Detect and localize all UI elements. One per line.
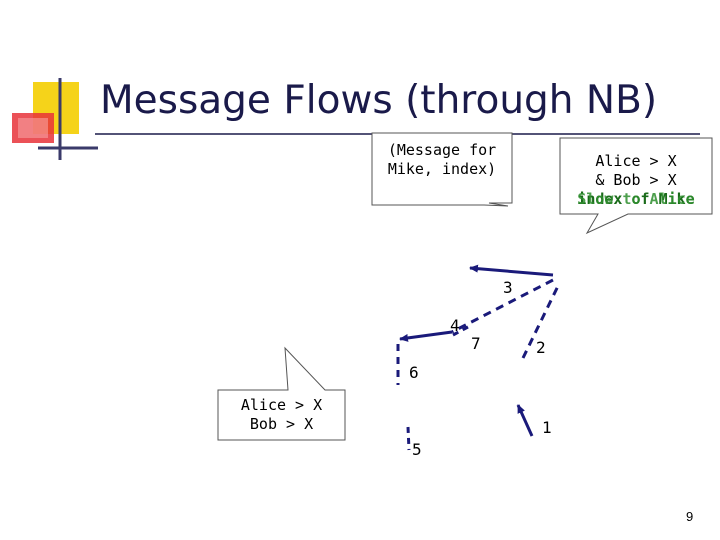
callout-top-right-text: Alice > X & Bob > X index of Mike Slow t… (560, 152, 712, 209)
flow-label-3: 3 (503, 278, 513, 297)
flow-arrow-5 (406, 426, 411, 451)
callout-top-center-line-1: (Message for (387, 141, 497, 159)
flow-arrow-3 (469, 264, 554, 277)
callout-top-right (559, 137, 713, 235)
callout-top-right-line-2: & Bob > X (595, 171, 677, 189)
flow-arrow-6 (399, 330, 453, 342)
callout-bottom-left-line-1: Alice > X (240, 396, 323, 414)
logo-red-highlight (18, 118, 48, 138)
flow-arrow-7 (452, 325, 469, 337)
callout-top-right-overlap: index of Mike Slow to Alice (560, 190, 712, 209)
callout-top-center-line-2: Mike, index) (387, 160, 497, 178)
flow-arrow-4 (451, 278, 554, 334)
slide-title: Message Flows (through NB) (100, 78, 658, 123)
flow-label-5: 5 (412, 440, 422, 459)
callout-top-right-line-1: Alice > X (595, 152, 677, 170)
callout-top-center-text: (Message for Mike, index) (372, 141, 512, 179)
page-number: 9 (686, 509, 694, 524)
flow-label-1: 1 (542, 418, 552, 437)
flow-label-7: 7 (471, 334, 481, 353)
callout-top-right-overlap-b: Slow to Alice (577, 190, 695, 208)
flow-label-6: 6 (409, 363, 419, 382)
callout-bottom-left (217, 346, 346, 441)
callout-bottom-left-text: Alice > X Bob > X (218, 396, 345, 434)
slide-logo (12, 78, 98, 160)
flow-label-4: 4 (450, 316, 460, 335)
flow-arrow-1 (516, 404, 534, 437)
callout-top-right-overlap-a: index of Mike (577, 190, 695, 208)
callout-top-center (371, 132, 513, 207)
callout-bottom-left-line-2: Bob > X (249, 415, 314, 433)
flow-label-2: 2 (536, 338, 546, 357)
flow-arrows (396, 264, 560, 451)
